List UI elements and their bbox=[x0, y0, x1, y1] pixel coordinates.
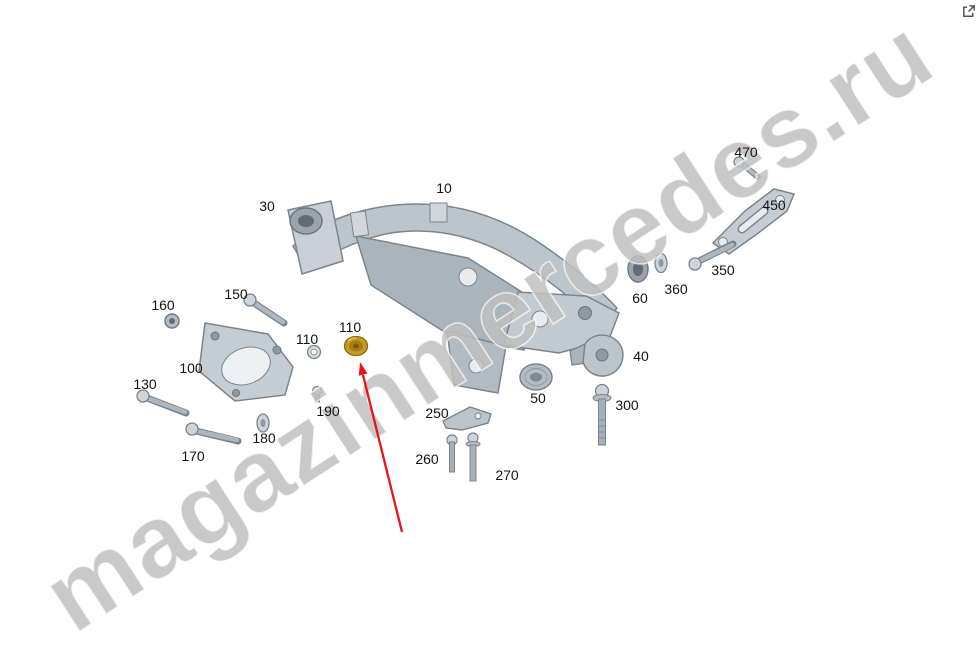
part-110-brass-plug bbox=[343, 335, 369, 357]
part-label-50: 50 bbox=[530, 390, 546, 406]
part-label-360: 360 bbox=[664, 281, 688, 297]
part-100-plate bbox=[198, 322, 294, 402]
part-110-ring bbox=[306, 344, 322, 360]
part-10-subframe-crossmember bbox=[287, 200, 620, 394]
part-170-bolt bbox=[185, 422, 242, 445]
part-470-bolt bbox=[733, 156, 761, 180]
part-label-100: 100 bbox=[179, 360, 203, 376]
part-label-450: 450 bbox=[762, 197, 786, 213]
part-label-130: 130 bbox=[133, 376, 157, 392]
part-30-bushing bbox=[289, 207, 323, 235]
part-360-washer bbox=[654, 252, 668, 274]
part-label-160: 160 bbox=[151, 297, 175, 313]
part-label-150: 150 bbox=[224, 286, 248, 302]
part-label-60: 60 bbox=[632, 290, 648, 306]
part-label-170: 170 bbox=[181, 448, 205, 464]
part-260-bolt bbox=[446, 434, 458, 473]
part-label-270: 270 bbox=[495, 467, 519, 483]
part-label-40: 40 bbox=[633, 348, 649, 364]
part-40-mount bbox=[569, 334, 624, 377]
part-label-350: 350 bbox=[711, 262, 735, 278]
part-130-bolt bbox=[136, 389, 190, 417]
part-300-bolt bbox=[592, 383, 612, 446]
part-label-110-a: 110 bbox=[295, 331, 319, 347]
part-150-bolt bbox=[243, 293, 288, 327]
part-160-grommet bbox=[164, 313, 180, 329]
part-180-washer bbox=[256, 413, 270, 433]
part-label-300: 300 bbox=[615, 397, 639, 413]
external-link-icon[interactable] bbox=[961, 4, 976, 19]
part-450-bracket bbox=[711, 188, 796, 255]
part-label-190: 190 bbox=[316, 403, 340, 419]
part-50-bushing bbox=[519, 363, 553, 391]
part-250-bracket bbox=[442, 406, 492, 431]
part-label-180: 180 bbox=[252, 430, 276, 446]
part-350-bolt bbox=[688, 240, 737, 271]
part-label-110-b: 110 bbox=[338, 319, 362, 335]
part-label-260: 260 bbox=[415, 451, 439, 467]
part-label-10: 10 bbox=[436, 180, 452, 196]
part-label-250: 250 bbox=[425, 405, 449, 421]
part-270-bolt bbox=[465, 432, 481, 482]
part-190-stud bbox=[311, 385, 323, 403]
part-label-30: 30 bbox=[259, 198, 275, 214]
part-60-bushing bbox=[627, 255, 649, 283]
part-label-470: 470 bbox=[734, 144, 758, 160]
